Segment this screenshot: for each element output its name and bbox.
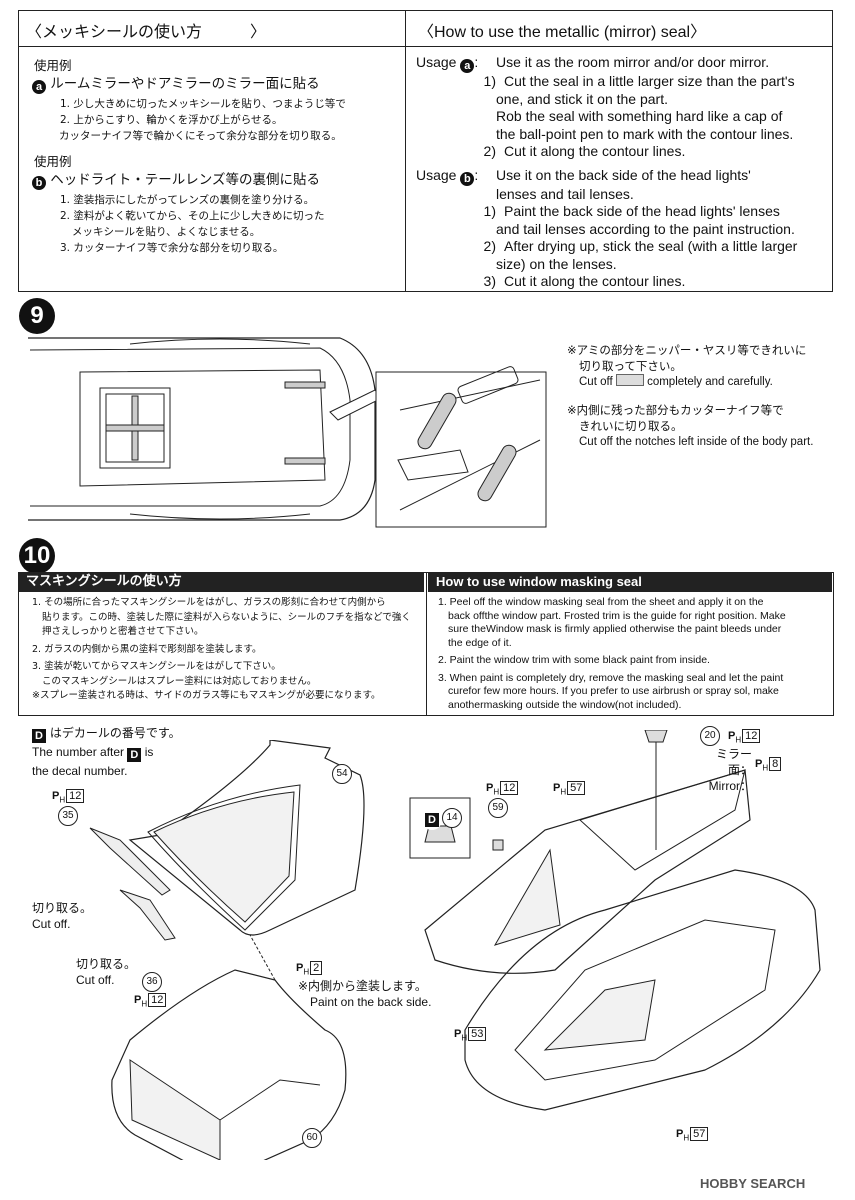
jp-a3: カッターナイフ等で輪かくにそって余分な部分を切り取る。 xyxy=(59,130,342,142)
jp-a-head: ルームミラーやドアミラーのミラー面に貼る xyxy=(50,76,320,92)
jp-b1: 1. 塗装指示にしたがってレンズの裏側を塗り分ける。 xyxy=(60,194,315,206)
mask-jp-note: ※スプレー塗装される時は、サイドのガラス等にもマスキングが必要になります。 xyxy=(32,690,381,701)
en-a2: Cut it along the contour lines. xyxy=(504,143,686,159)
mask-en1-l1: 1. Peel off the window masking seal from… xyxy=(438,596,764,608)
jp-b-head: ヘッドライト・テールレンズ等の裏側に貼る xyxy=(50,172,321,188)
paint-back-note: ※内側から塗装します。 Paint on the back side. xyxy=(298,979,432,1009)
mask-en1-l4: the edge of it. xyxy=(448,636,512,649)
jp-b2b: メッキシールを貼り、よくなじませる。 xyxy=(72,226,261,238)
note2-jp-l2: きれいに切り取る。 xyxy=(579,419,683,433)
decal-d-box-2: D xyxy=(127,748,142,762)
seal-en-body: Usage a:Use it as the room mirror and/or… xyxy=(416,54,826,291)
mask-jp1-l3: 押さえしっかりと密着させて下さい。 xyxy=(42,626,204,637)
seal-en-title: 〈How to use the metallic (mirror) seal〉 xyxy=(418,24,707,41)
jp-b3: 3. カッターナイフ等で余分な部分を切り取る。 xyxy=(60,242,284,254)
jp-a2: 2. 上からこすり、輪かくを浮かび上がらせる。 xyxy=(60,114,283,126)
decal-jp: はデカールの番号です。 xyxy=(49,726,181,740)
step10-window-drawings xyxy=(89,740,365,1160)
en-a1-l4: the ball-point pen to mark with the cont… xyxy=(496,125,794,142)
mask-jp1-l2: 貼ります。この時、塗装した際に塗料が入らないように、シールのフチを指などで強く xyxy=(42,611,411,623)
seal-jp-body: 使用例 a ルームミラーやドアミラーのミラー面に貼る 1. 少し大きめに切ったメ… xyxy=(32,56,394,256)
jp-b2: 2. 塗料がよく乾いてから、その上に少し大きめに切った xyxy=(60,210,325,222)
step-9-badge: 9 xyxy=(19,298,55,334)
seal-table-header-line xyxy=(18,46,832,47)
mask-en1-l2: back offthe window part. Frosted trim is… xyxy=(448,609,786,622)
en-b2-l1: After drying up, stick the seal (with a … xyxy=(504,238,798,254)
masking-en-body: 1. Peel off the window masking seal from… xyxy=(438,596,826,712)
jp-usage-b-label: 使用例 xyxy=(34,154,72,169)
cutoff-label-1: 切り取る。Cut off. xyxy=(32,901,93,931)
note2-en: Cut off the notches left inside of the b… xyxy=(579,436,814,448)
part-36: 36 xyxy=(142,972,162,992)
note2-jp-l1: ※内側に残った部分もカッターナイフ等で xyxy=(567,403,784,417)
step9-notes: ※アミの部分をニッパー・ヤスリ等できれいに 切り取って下さい。 Cut off … xyxy=(567,342,837,450)
mask-en1-l3: sure theWindow mask is firmly applied ot… xyxy=(448,623,782,635)
badge-a: a xyxy=(32,80,46,94)
en-a1-l3: Rob the seal with something hard like a … xyxy=(496,108,783,124)
part-35: 35 xyxy=(58,806,78,826)
decal-en-c: the decal number. xyxy=(32,764,128,778)
en-b3: Cut it along the contour lines. xyxy=(504,273,686,289)
seal-table xyxy=(18,10,833,292)
step9-car-roof-drawing xyxy=(28,337,547,528)
part-20: 20 xyxy=(700,726,720,746)
en-a1-l2: one, and stick it on the part. xyxy=(496,90,668,107)
en-b1-l2: and tail lenses according to the paint i… xyxy=(496,220,795,237)
mask-en2: 2. Paint the window trim with some black… xyxy=(438,654,710,666)
masking-jp-body: 1. その場所に合ったマスキングシールをはがし、ガラスの彫刻に合わせて内側から … xyxy=(32,596,422,704)
en-b2-l2: size) on the lenses. xyxy=(496,255,617,272)
decal-en-a: The number after xyxy=(32,745,125,759)
mask-jp3-l1: 3. 塗装が乾いてからマスキングシールをはがして下さい。 xyxy=(32,661,281,672)
note1-jp-l2: 切り取って下さい。 xyxy=(579,359,682,373)
mask-jp3-l2: このマスキングシールはスプレー塗料には対応しておりません。 xyxy=(42,675,317,687)
en-badge-a: a xyxy=(460,59,475,73)
part-54: 54 xyxy=(332,764,352,784)
en-b-head: Use it on the back side of the head ligh… xyxy=(496,166,751,183)
note1-en-a: Cut off xyxy=(579,376,613,388)
jp-usage-a-label: 使用例 xyxy=(34,58,72,73)
en-a-head: Use it as the room mirror and/or door mi… xyxy=(496,54,770,70)
en-badge-b: b xyxy=(460,171,475,186)
mask-en3-l1: 3. When paint is completely dry, remove … xyxy=(438,671,784,684)
en-b-head-l2: lenses and tail lenses. xyxy=(496,185,634,202)
seal-jp-title: 〈メッキシールの使い方〉 xyxy=(26,22,267,41)
part-60: 60 xyxy=(302,1128,322,1148)
mask-en3-l3: anothermasking outside the window(not in… xyxy=(448,698,682,711)
decal-en-b: is xyxy=(144,745,154,759)
mask-jp1-l1: 1. その場所に合ったマスキングシールをはがし、ガラスの彫刻に合わせて内側から xyxy=(32,597,386,608)
jp-a1: 1. 少し大きめに切ったメッキシールを貼り、つまようじ等で xyxy=(60,98,346,110)
watermark-logo: HOBBY SEARCH xyxy=(700,1176,806,1191)
note1-en-b: completely and carefully. xyxy=(647,376,773,388)
step10-interior-drawings xyxy=(409,730,821,1111)
mask-en3-l2: curefor few more hours. If you prefer to… xyxy=(448,685,779,697)
en-b1-l1: Paint the back side of the head lights' … xyxy=(504,203,780,219)
masking-divider xyxy=(426,572,427,715)
decal-14: 14 xyxy=(442,808,462,828)
badge-b: b xyxy=(32,176,46,190)
decal-14-badge: D xyxy=(422,810,442,830)
masking-en-bar: How to use window masking seal xyxy=(428,572,832,592)
seal-table-divider xyxy=(405,10,406,291)
en-a1-l1: Cut the seal in a little larger size tha… xyxy=(504,73,795,89)
cutoff-label-2: 切り取る。Cut off. xyxy=(76,957,137,987)
masking-jp-bar: マスキングシールの使い方 xyxy=(18,572,424,592)
mask-jp2: 2. ガラスの内側から黒の塗料で彫刻部を塗装します。 xyxy=(32,643,262,655)
decal-note: D はデカールの番号です。 The number after D is the … xyxy=(32,724,181,780)
mesh-swatch xyxy=(615,374,644,386)
mirror-label: ミラー面： Mirror： xyxy=(708,747,752,793)
decal-d-box: D xyxy=(32,729,46,743)
step-10-badge: 10 xyxy=(19,538,55,574)
note1-jp-l1: ※アミの部分をニッパー・ヤスリ等できれいに xyxy=(567,343,807,357)
part-59: 59 xyxy=(488,798,508,818)
